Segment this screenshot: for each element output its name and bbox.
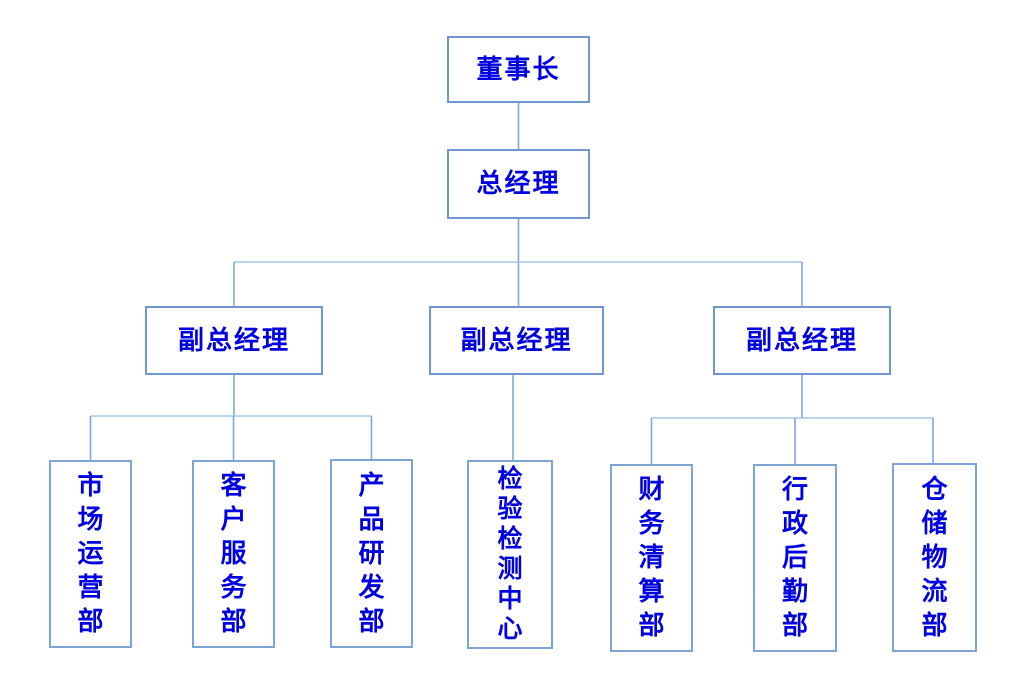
org-node-deputy-gm-3-label: 副总经理 <box>745 325 858 355</box>
org-node-dept-market-operations: 市场运营部 <box>49 460 132 648</box>
org-node-general-manager: 总经理 <box>447 149 590 219</box>
org-node-dept-warehouse-logistics: 仓储物流部 <box>892 463 977 652</box>
org-node-dept-admin-logistics: 行政后勤部 <box>753 464 837 652</box>
org-node-dept-product-rd-label: 产品研发部 <box>358 470 385 636</box>
org-node-deputy-gm-3: 副总经理 <box>713 306 891 375</box>
org-node-chairman-label: 董事长 <box>476 54 561 84</box>
org-node-dept-inspection-testing-center-label: 检验检测中心 <box>497 465 523 643</box>
org-node-dept-finance-settlement: 财务清算部 <box>610 464 693 652</box>
org-node-dept-customer-service-label: 客户服务部 <box>220 471 247 636</box>
org-node-deputy-gm-2-label: 副总经理 <box>460 325 573 355</box>
org-node-dept-warehouse-logistics-label: 仓储物流部 <box>921 474 948 640</box>
org-node-deputy-gm-1: 副总经理 <box>145 306 323 375</box>
org-node-dept-finance-settlement-label: 财务清算部 <box>638 475 665 640</box>
org-node-deputy-gm-1-label: 副总经理 <box>177 325 290 355</box>
org-node-dept-inspection-testing-center: 检验检测中心 <box>467 460 553 649</box>
org-node-dept-market-operations-label: 市场运营部 <box>77 471 104 636</box>
org-node-chairman: 董事长 <box>447 36 590 103</box>
org-node-general-manager-label: 总经理 <box>476 169 561 198</box>
org-node-dept-product-rd: 产品研发部 <box>330 459 413 648</box>
org-node-dept-admin-logistics-label: 行政后勤部 <box>781 475 808 640</box>
org-node-dept-customer-service: 客户服务部 <box>192 460 275 648</box>
org-node-deputy-gm-2: 副总经理 <box>429 306 604 375</box>
